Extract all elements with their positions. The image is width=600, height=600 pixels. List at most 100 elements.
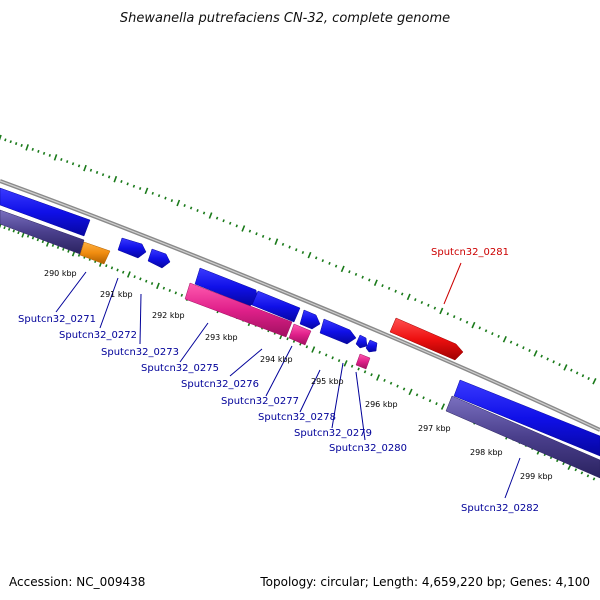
outer-ring-tick	[334, 264, 338, 268]
gene-pointer-lines	[55, 271, 521, 499]
inner-ring-tick	[133, 275, 136, 279]
feature-0276-pink	[288, 323, 312, 346]
outer-ring-tick	[307, 251, 312, 259]
outer-ring-tick	[164, 196, 167, 200]
outer-ring-tick	[439, 307, 444, 315]
kbp-label-297: 297 kbp	[418, 424, 451, 433]
outer-ring-tick	[427, 303, 430, 307]
feature-0272-orange	[79, 241, 111, 265]
gene-label-0273: Sputcn32_0273	[101, 347, 179, 358]
inner-ring-tick	[357, 367, 360, 371]
outer-ring-tick	[465, 320, 469, 324]
outer-ring-tick	[546, 357, 549, 361]
inner-ring-tick	[408, 388, 413, 396]
outer-ring-tick	[222, 219, 225, 223]
inner-ring-tick	[311, 346, 316, 353]
gene-label-0271: Sputcn32_0271	[18, 314, 96, 325]
outer-ring-tick	[248, 229, 252, 233]
outer-ring-tick	[295, 248, 298, 252]
gene-label-0276: Sputcn32_0276	[181, 379, 259, 390]
outer-ring-tick	[31, 147, 34, 151]
outer-ring-tick	[126, 182, 129, 186]
inner-ring-tick	[168, 288, 172, 293]
inner-ring-tick	[389, 381, 393, 385]
gene-label-0277: Sputcn32_0277	[221, 396, 299, 407]
inner-tick-ring	[0, 222, 596, 481]
outer-ring-tick	[348, 270, 351, 274]
outer-ring-tick	[373, 279, 378, 287]
backbone-inner	[0, 180, 600, 431]
outer-ring-tick	[42, 151, 46, 155]
outer-ring-tick	[71, 162, 75, 166]
outer-ring-tick	[215, 216, 219, 220]
outer-ring-tick	[228, 221, 232, 225]
outer-ring-tick	[522, 346, 525, 350]
gene-label-0280: Sputcn32_0280	[329, 443, 407, 454]
inner-ring-tick	[435, 402, 438, 406]
gene-label-0275: Sputcn32_0275	[141, 363, 219, 374]
backbone-outer	[0, 179, 600, 432]
outer-ring-tick	[241, 225, 246, 232]
cds-0272	[117, 237, 147, 259]
inner-ring-tick	[370, 373, 373, 377]
gene-label-0281: Sputcn32_0281	[431, 247, 509, 258]
outer-ring-tick	[340, 265, 345, 273]
outer-ring-tick	[138, 187, 142, 190]
outer-ring-tick	[176, 199, 181, 207]
outer-ring-tick	[170, 199, 174, 203]
inner-ring-tick	[305, 345, 309, 349]
outer-ring-tick	[235, 224, 238, 228]
inner-ring-tick	[110, 266, 114, 270]
inner-ring-tick	[415, 393, 419, 397]
kbp-label-294: 294 kbp	[260, 355, 293, 364]
outer-ring-tick	[83, 164, 87, 172]
inner-ring-tick	[56, 245, 60, 249]
outer-ring-tick	[368, 278, 371, 282]
gene-label-0278: Sputcn32_0278	[258, 412, 336, 423]
outer-ring-tick	[581, 374, 585, 378]
outer-ring-tick	[25, 144, 29, 151]
inner-ring-tick	[402, 387, 406, 391]
outer-ring-tick	[9, 140, 12, 144]
feature-0275-pink	[184, 282, 293, 338]
outer-tick-ring	[0, 134, 597, 385]
inner-ring-tick	[3, 226, 6, 230]
inner-ring-tick	[150, 282, 154, 285]
inner-ring-tick	[51, 243, 55, 247]
kbp-label-292: 292 kbp	[152, 311, 185, 320]
inner-ring-tick	[12, 229, 15, 233]
cds-0282-forward	[453, 379, 600, 457]
outer-ring-tick	[14, 142, 18, 146]
outer-ring-tick	[552, 360, 555, 364]
outer-ring-tick	[95, 170, 99, 174]
inner-ring-tick	[324, 353, 328, 357]
inner-ring-tick	[562, 462, 565, 466]
outer-ring-tick	[196, 209, 199, 212]
outer-ring-tick	[132, 184, 136, 188]
outer-ring-tick	[183, 204, 186, 207]
inner-ring-tick	[383, 378, 386, 382]
inner-ring-tick	[331, 356, 334, 360]
kbp-labels: 290 kbp 291 kbp 292 kbp 293 kbp 294 kbp …	[44, 269, 553, 481]
outer-ring-tick	[60, 158, 63, 161]
inner-ring-tick	[174, 291, 178, 295]
outer-ring-tick	[540, 354, 543, 358]
outer-ring-tick	[592, 378, 597, 385]
outer-ring-tick	[400, 292, 404, 296]
outer-ring-tick	[48, 153, 51, 157]
inner-ring-tick	[139, 277, 142, 281]
outer-ring-tick	[414, 298, 417, 302]
inner-ring-tick	[36, 238, 40, 242]
outer-ring-tick	[406, 293, 411, 301]
outer-ring-tick	[301, 250, 305, 255]
outer-ring-tick	[157, 194, 161, 198]
outer-ring-tick	[420, 300, 424, 304]
accession-text: Accession: NC_009438	[9, 575, 145, 589]
kbp-label-298: 298 kbp	[470, 448, 503, 457]
outer-ring-tick	[497, 334, 500, 338]
inner-ring-tick	[350, 364, 354, 368]
inner-ring-tick	[126, 271, 131, 278]
cds-0279	[355, 334, 368, 349]
outer-ring-tick	[261, 234, 265, 238]
cds-0271-reverse	[0, 209, 85, 255]
